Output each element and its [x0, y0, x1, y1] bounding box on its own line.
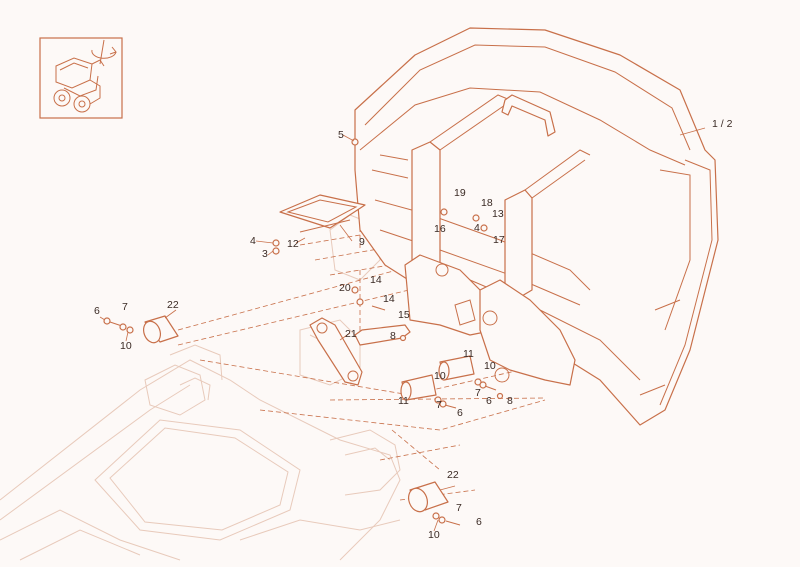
- part-label-19: 19: [454, 187, 466, 199]
- pin-part-11b: [400, 374, 437, 401]
- part-label-10a: 10: [120, 340, 132, 352]
- fasteners: [103, 138, 504, 526]
- part-label-7d: 7: [456, 502, 462, 514]
- machine-frame-ghost: [0, 214, 401, 561]
- part-label-6a: 6: [94, 305, 100, 317]
- part-label-20: 20: [339, 282, 351, 294]
- wear-plate-part-9: [279, 194, 366, 233]
- pin-part-11a: [438, 355, 475, 381]
- part-label-11b: 11: [398, 395, 409, 407]
- link-part-15: [354, 324, 411, 346]
- part-label-14b: 14: [383, 293, 395, 305]
- leader-lines: [99, 127, 706, 532]
- part-label-9: 9: [359, 236, 365, 248]
- part-label-18: 18: [481, 197, 493, 209]
- part-label-1-2: 1 / 2: [712, 118, 733, 130]
- part-label-15: 15: [398, 309, 410, 321]
- part-label-8b: 8: [507, 395, 513, 407]
- bucket: [354, 27, 719, 426]
- part-label-7a: 7: [122, 301, 128, 313]
- part-label-22b: 22: [447, 469, 459, 481]
- part-label-22a: 22: [167, 299, 179, 311]
- part-label-12: 12: [287, 238, 299, 250]
- part-label-4b: 4: [250, 235, 256, 247]
- pin-part-22b: [407, 481, 449, 513]
- part-label-3: 3: [262, 248, 268, 260]
- link-arm-part-21: [309, 317, 363, 386]
- part-label-16: 16: [434, 223, 446, 235]
- part-label-10b: 10: [484, 360, 496, 372]
- pin-part-22a: [142, 315, 179, 344]
- part-label-6c: 6: [457, 407, 463, 419]
- part-label-4a: 4: [474, 222, 480, 234]
- part-label-7b: 7: [475, 387, 481, 399]
- part-label-21: 21: [345, 328, 357, 340]
- part-label-13: 13: [492, 208, 504, 220]
- part-label-6b: 6: [486, 395, 492, 407]
- part-label-10d: 10: [428, 529, 440, 541]
- part-label-14a: 14: [370, 274, 382, 286]
- loader-machine-thumbnail-icon: [39, 37, 123, 119]
- part-label-17: 17: [493, 234, 505, 246]
- part-label-8a: 8: [390, 330, 396, 342]
- part-label-10c: 10: [434, 370, 446, 382]
- part-label-6d: 6: [476, 516, 482, 528]
- part-label-5: 5: [338, 129, 344, 141]
- part-label-11a: 11: [463, 348, 474, 360]
- rotation-arrow-icon: [91, 39, 117, 65]
- part-label-7c: 7: [436, 399, 442, 411]
